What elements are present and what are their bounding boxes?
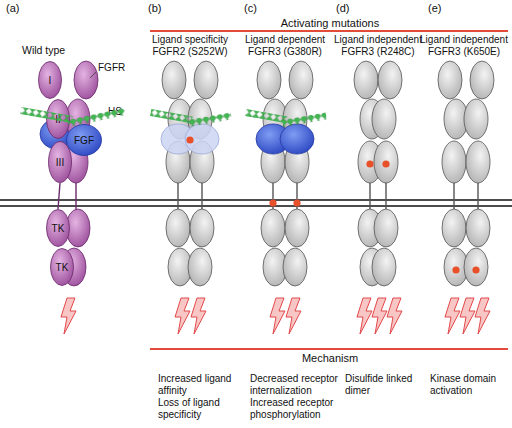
node-ellipse [51,249,74,286]
kinase-domain: TK [50,248,74,286]
receptor-monomer [283,61,313,286]
panel-letter: (b) [148,2,178,14]
receptor-monomer [162,61,192,286]
panel-title: Wild type [22,44,102,56]
mutation-heading: Ligand dependent FGFR3 (G380R) [235,34,335,58]
membrane [0,205,512,206]
part-name: FGFR [98,62,138,74]
signal-bolt [270,298,285,334]
ig-domain: I [38,61,62,99]
signal-bolt [175,298,190,334]
receptor-monomer [257,61,287,286]
node-ellipse [67,125,102,156]
node-label: TK [52,223,65,234]
membrane [0,199,512,200]
part-name: HS [108,106,138,118]
node-label: I [49,75,52,86]
mechanism-note: Increased ligand affinity [158,373,250,397]
panel-letter: (e) [428,2,458,14]
node-label: TK [56,262,69,273]
mutation-dot [186,136,193,143]
mutation-dot [382,160,389,167]
node-label: II [55,114,61,125]
mutation-heading: Ligand specificity FGFR2 (S252W) [140,34,240,58]
ig-domain: II [46,99,70,139]
section-heading: Activating mutations [230,17,430,29]
mutation-dot [293,199,300,206]
heparan-sulfate [150,109,193,123]
node-label: FGF [74,135,94,146]
signal-bolt [460,298,475,334]
header-rule [150,30,508,32]
heparan-sulfate [67,108,125,127]
signal-bolt [445,298,460,334]
signal-bolt [372,298,387,334]
section-heading: Mechanism [230,352,430,364]
node-label: III [56,157,64,168]
signal-bolt [357,298,372,334]
receptor-monomer [438,61,468,286]
transmembrane-linker [75,182,76,210]
signal-bolt [191,298,206,334]
node-text-box: I [38,61,62,99]
node-text-box: TK [50,248,74,286]
mutation-heading: Ligand independent FGFR3 (K650E) [416,34,512,58]
node-ellipse [49,142,72,183]
mechanism-note: Decreased receptor internalization [250,373,355,397]
heparan-sulfate [245,109,288,123]
signal-bolt [286,298,301,334]
node-ellipse [39,62,62,99]
mutation-dot [452,266,459,273]
node-ellipse [47,100,70,139]
fgf-ligand [280,124,314,154]
heparan-sulfate [187,112,232,127]
mutation-heading: Ligand independent FGFR3 (R248C) [328,34,428,58]
node-text-box: II [46,99,70,139]
mechanism-note: Increased receptor phosphorylation [250,397,355,421]
fgf-ligand [185,124,219,154]
node-ellipse [47,210,70,247]
heparan-sulfate [282,112,327,127]
node-text-box: TK [46,209,70,247]
mutation-dot [366,160,373,167]
panel-letter: (a) [6,2,36,14]
receptor-monomer [464,61,494,286]
kinase-domain: TK [46,209,70,247]
node-text-box: FGF [66,124,102,156]
panel-letter: (d) [336,2,366,14]
mechanism-note: Loss of ligand specificity [158,397,250,421]
transmembrane-linker [58,183,60,209]
mechanism-note: Kinase domain activation [430,373,510,397]
signal-bolt [475,298,490,334]
mechanism-note: Disulfide linked dimer [345,373,433,397]
mutation-dot [269,199,276,206]
heparan-sulfate [20,107,72,123]
ig-domain [74,61,98,99]
fgf-ligand: FGF [66,124,102,156]
mutation-dot [472,266,479,273]
header-rule [150,348,508,350]
receptor-monomer [188,61,218,286]
signal-bolt [387,298,402,334]
signal-bolt [61,298,76,334]
receptor-monomer [372,61,402,286]
leader-line [90,72,96,78]
panel-letter: (c) [244,2,274,14]
